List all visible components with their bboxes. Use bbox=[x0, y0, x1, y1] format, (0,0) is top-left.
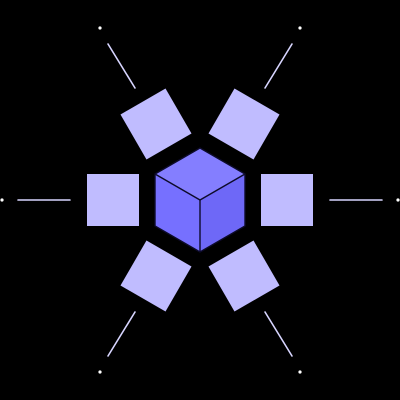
satellite-square-top-left bbox=[120, 88, 192, 160]
satellite-square-bottom-left bbox=[120, 240, 192, 312]
ray-dot-bottom-left bbox=[98, 370, 102, 374]
ray-dots bbox=[0, 26, 400, 374]
satellite-square-left bbox=[87, 174, 139, 226]
satellite-squares bbox=[87, 88, 313, 312]
ray-dot-right bbox=[396, 198, 400, 202]
ray-line-bottom-right bbox=[264, 311, 293, 357]
ray-line-bottom-left bbox=[107, 311, 136, 357]
satellite-square-top-right bbox=[208, 88, 280, 160]
ray-dot-bottom-right bbox=[298, 370, 302, 374]
ray-dot-left bbox=[0, 198, 4, 202]
ray-line-top-right bbox=[264, 43, 293, 89]
ray-dot-top-left bbox=[98, 26, 102, 30]
satellite-square-bottom-right bbox=[208, 240, 280, 312]
ray-line-top-left bbox=[107, 43, 136, 89]
satellite-square-right bbox=[261, 174, 313, 226]
cube-icon bbox=[154, 147, 246, 253]
ray-dot-top-right bbox=[298, 26, 302, 30]
ray-lines bbox=[17, 43, 383, 357]
